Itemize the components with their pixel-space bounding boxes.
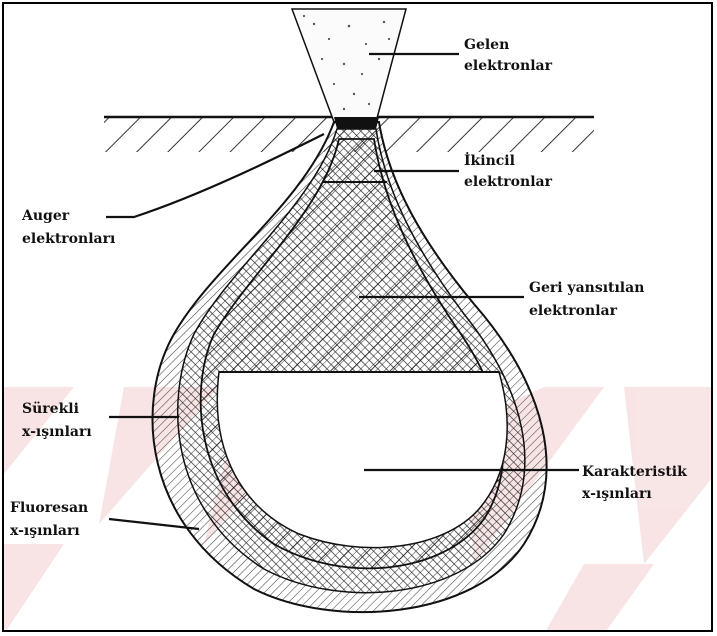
label-auger-2: elektronları (22, 231, 115, 247)
incident-beam (292, 9, 406, 122)
label-gelen: Gelen (464, 37, 509, 53)
label-karakteristik-2: x-ışınları (582, 486, 652, 502)
teardrop-shape (153, 117, 547, 612)
label-karakteristik: Karakteristik (582, 464, 687, 480)
label-fluoresan: Fluoresan (10, 500, 88, 516)
label-fluoresan-2: x-ışınları (10, 523, 80, 539)
interaction-volume-diagram: Gelen elektronlar İkincil elektronlar Au… (4, 4, 713, 632)
label-gelen-2: elektronlar (464, 58, 553, 74)
label-geri: Geri yansıtılan (529, 280, 644, 296)
label-surekli: Sürekli (22, 401, 79, 417)
label-geri-2: elektronlar (529, 303, 618, 319)
label-surekli-2: x-ışınları (22, 424, 92, 440)
label-ikincil: İkincil (464, 150, 515, 169)
label-ikincil-2: elektronlar (464, 174, 553, 190)
label-auger: Auger (21, 208, 70, 224)
